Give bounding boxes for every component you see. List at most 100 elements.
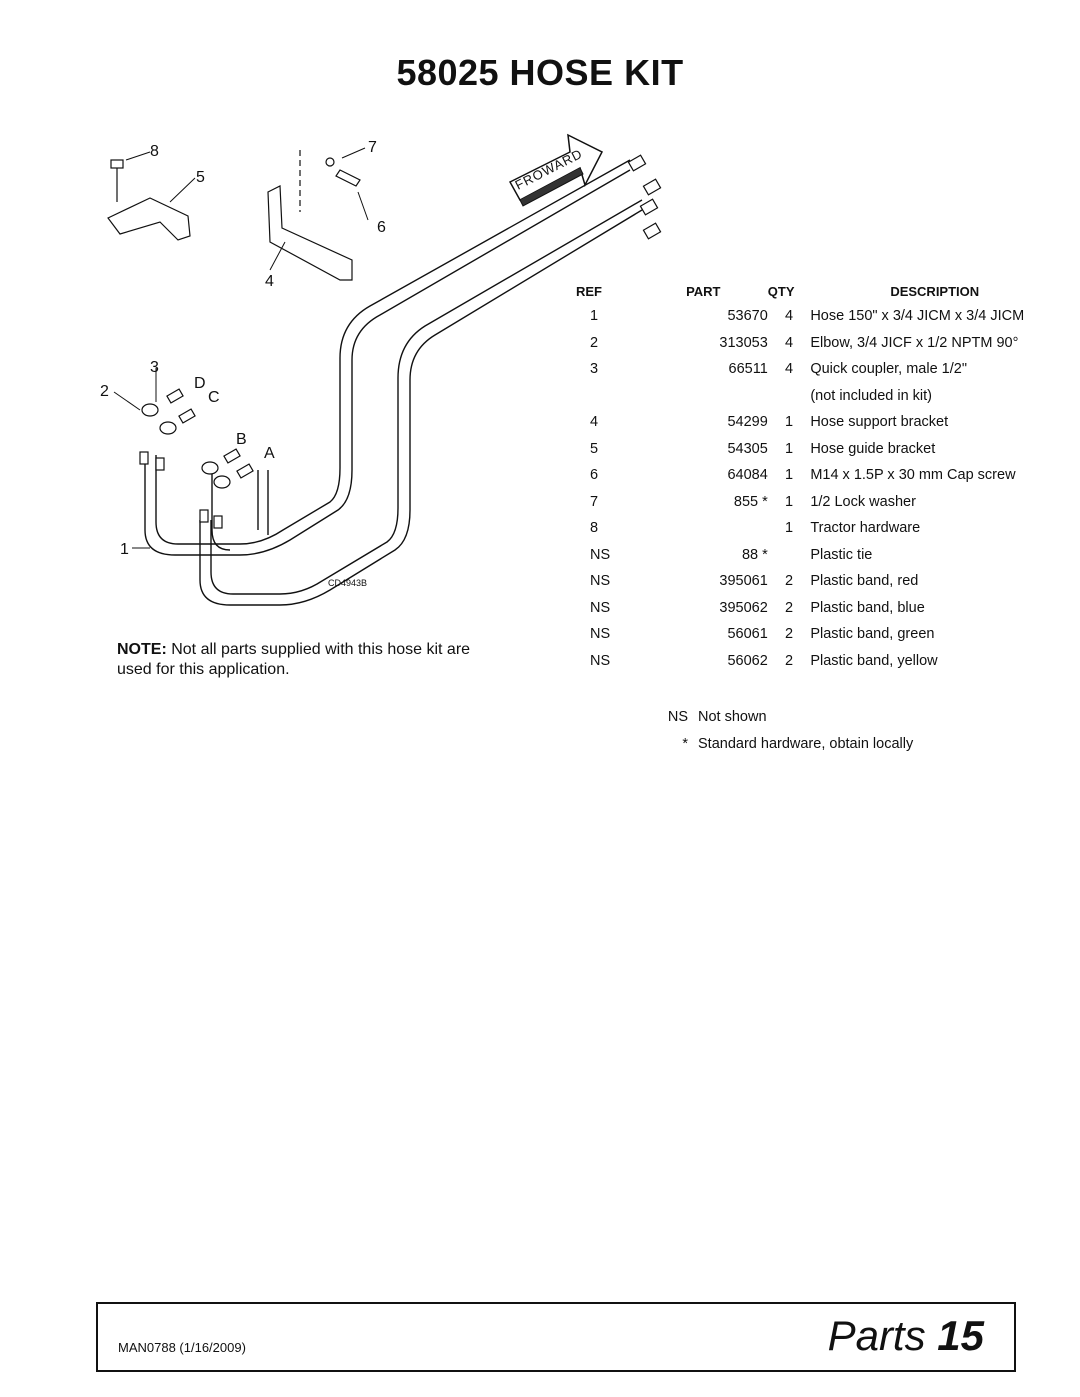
- cell-ref: 2: [590, 334, 599, 351]
- cell-part: 56062: [727, 652, 768, 669]
- legend-text: Not shown: [698, 709, 767, 725]
- table-row-continuation: (not included in kit): [576, 387, 1080, 414]
- cell-desc: Hose support bracket: [810, 414, 949, 430]
- cell-part: 855 *: [733, 493, 768, 510]
- cell-ref: [576, 387, 630, 414]
- cell-ref: 8: [590, 520, 599, 536]
- cell-part: 53670: [727, 308, 768, 324]
- cell-ref: 7: [590, 493, 599, 510]
- cell-ref: NS: [590, 599, 611, 616]
- callout-6: 6: [377, 219, 386, 236]
- cell-qty: 2: [785, 599, 794, 616]
- cell-desc: Plastic band, red: [810, 573, 919, 589]
- note-label: NOTE:: [117, 641, 167, 658]
- cell-qty: 1: [785, 440, 794, 457]
- cell-part: 313053: [719, 334, 768, 351]
- callout-1: 1: [120, 541, 129, 558]
- hose-kit-diagram: FROWARD 8 5 7 6: [100, 133, 662, 606]
- cell-part: 64084: [727, 467, 768, 483]
- cell-desc: Hose 150" x 3/4 JICM x 3/4 JICM: [810, 308, 1025, 324]
- hoses: [144, 159, 643, 606]
- cell-qty: 1: [785, 520, 794, 536]
- legend-item: * Standard hardware, obtain locally: [660, 731, 913, 758]
- cell-part: 54305: [727, 440, 768, 457]
- section-page: Parts 15: [828, 1312, 984, 1360]
- cell-part: [630, 387, 768, 414]
- cell-ref: 1: [590, 308, 599, 324]
- header-part: PART: [686, 284, 721, 299]
- footer: MAN0788 (1/16/2009) Parts 15: [96, 1302, 1016, 1372]
- note: NOTE: Not all parts supplied with this h…: [117, 640, 477, 680]
- document-id: MAN0788 (1/16/2009): [118, 1340, 246, 1355]
- header-qty: QTY: [767, 284, 795, 299]
- hose-guide-bracket: [107, 159, 191, 241]
- callout-3: 3: [150, 359, 159, 376]
- cell-part: 395061: [719, 573, 768, 589]
- callout-2: 2: [100, 383, 109, 400]
- callout-A: A: [264, 445, 275, 462]
- callout-4: 4: [265, 273, 274, 290]
- table-row: 2 313053 4 Elbow, 3/4 JICF x 1/2 NPTM 90°: [576, 334, 1080, 361]
- table-row: 8 1 Tractor hardware: [576, 519, 1080, 546]
- cell-ref: 6: [590, 467, 599, 483]
- cell-part: 54299: [727, 414, 768, 430]
- couplers-and-elbows: [139, 388, 254, 529]
- cell-qty: 1: [785, 467, 794, 483]
- legend-item: NS Not shown: [660, 704, 913, 731]
- cell-desc: Plastic band, green: [810, 626, 935, 642]
- table-row: 6 64084 1 M14 x 1.5P x 30 mm Cap screw: [576, 466, 1080, 493]
- cell-part: 88 *: [741, 546, 768, 563]
- cell-desc: Plastic tie: [810, 546, 873, 563]
- cell-qty: 1: [785, 414, 794, 430]
- drawing-code: CD4943B: [328, 578, 367, 588]
- callout-8: 8: [150, 143, 159, 160]
- legend-text: Standard hardware, obtain locally: [698, 735, 914, 752]
- parts-table: REF PART QTY DESCRIPTION 1 53670 4 Hose 150…: [576, 284, 1080, 678]
- cell-qty: 2: [785, 626, 794, 642]
- cell-desc: Elbow, 3/4 JICF x 1/2 NPTM 90°: [810, 334, 1019, 351]
- cell-desc: Plastic band, blue: [810, 599, 925, 616]
- cell-qty: 2: [785, 573, 794, 589]
- table-row: 1 53670 4 Hose 150" x 3/4 JICM x 3/4 JICM: [576, 307, 1080, 334]
- cell-part: 395062: [719, 599, 768, 616]
- cell-part: [630, 519, 768, 546]
- cell-part: 56061: [727, 626, 768, 642]
- legend-key: NS: [667, 709, 688, 725]
- header-ref: REF: [576, 284, 602, 299]
- cell-qty: 4: [785, 334, 794, 351]
- forward-arrow-icon: FROWARD: [508, 133, 604, 207]
- header-description: DESCRIPTION: [890, 284, 980, 299]
- callout-B: B: [236, 431, 247, 448]
- cell-ref: NS: [590, 546, 611, 563]
- cell-desc: M14 x 1.5P x 30 mm Cap screw: [810, 467, 1016, 483]
- callout-C: C: [208, 389, 220, 406]
- cell-qty: [768, 387, 811, 414]
- table-row: NS 88 * Plastic tie: [576, 546, 1080, 573]
- page-title: 58025 HOSE KIT: [396, 52, 684, 93]
- callout-7: 7: [368, 139, 377, 156]
- callout-5: 5: [196, 169, 205, 186]
- cell-ref: NS: [590, 573, 611, 589]
- cell-desc: Plastic band, yellow: [810, 652, 938, 669]
- cell-desc: Hose guide bracket: [810, 440, 936, 457]
- cell-ref: 3: [590, 361, 599, 377]
- note-text: Not all parts supplied with this hose ki…: [117, 641, 471, 678]
- cell-desc: 1/2 Lock washer: [810, 493, 916, 510]
- legend-key: *: [682, 735, 688, 752]
- table-row: NS 395061 2 Plastic band, red: [576, 572, 1080, 599]
- section-name: Parts: [827, 1312, 926, 1359]
- cell-desc: (not included in kit): [810, 387, 933, 404]
- table-row: NS 395062 2 Plastic band, blue: [576, 599, 1080, 626]
- cell-ref: NS: [590, 652, 611, 669]
- leader-lines: [113, 147, 369, 549]
- cell-desc: Tractor hardware: [810, 520, 921, 536]
- hose-support-bracket: [267, 150, 361, 281]
- cell-part: 66511: [728, 361, 768, 377]
- cell-qty: 4: [785, 361, 794, 377]
- cell-qty: 4: [785, 308, 794, 324]
